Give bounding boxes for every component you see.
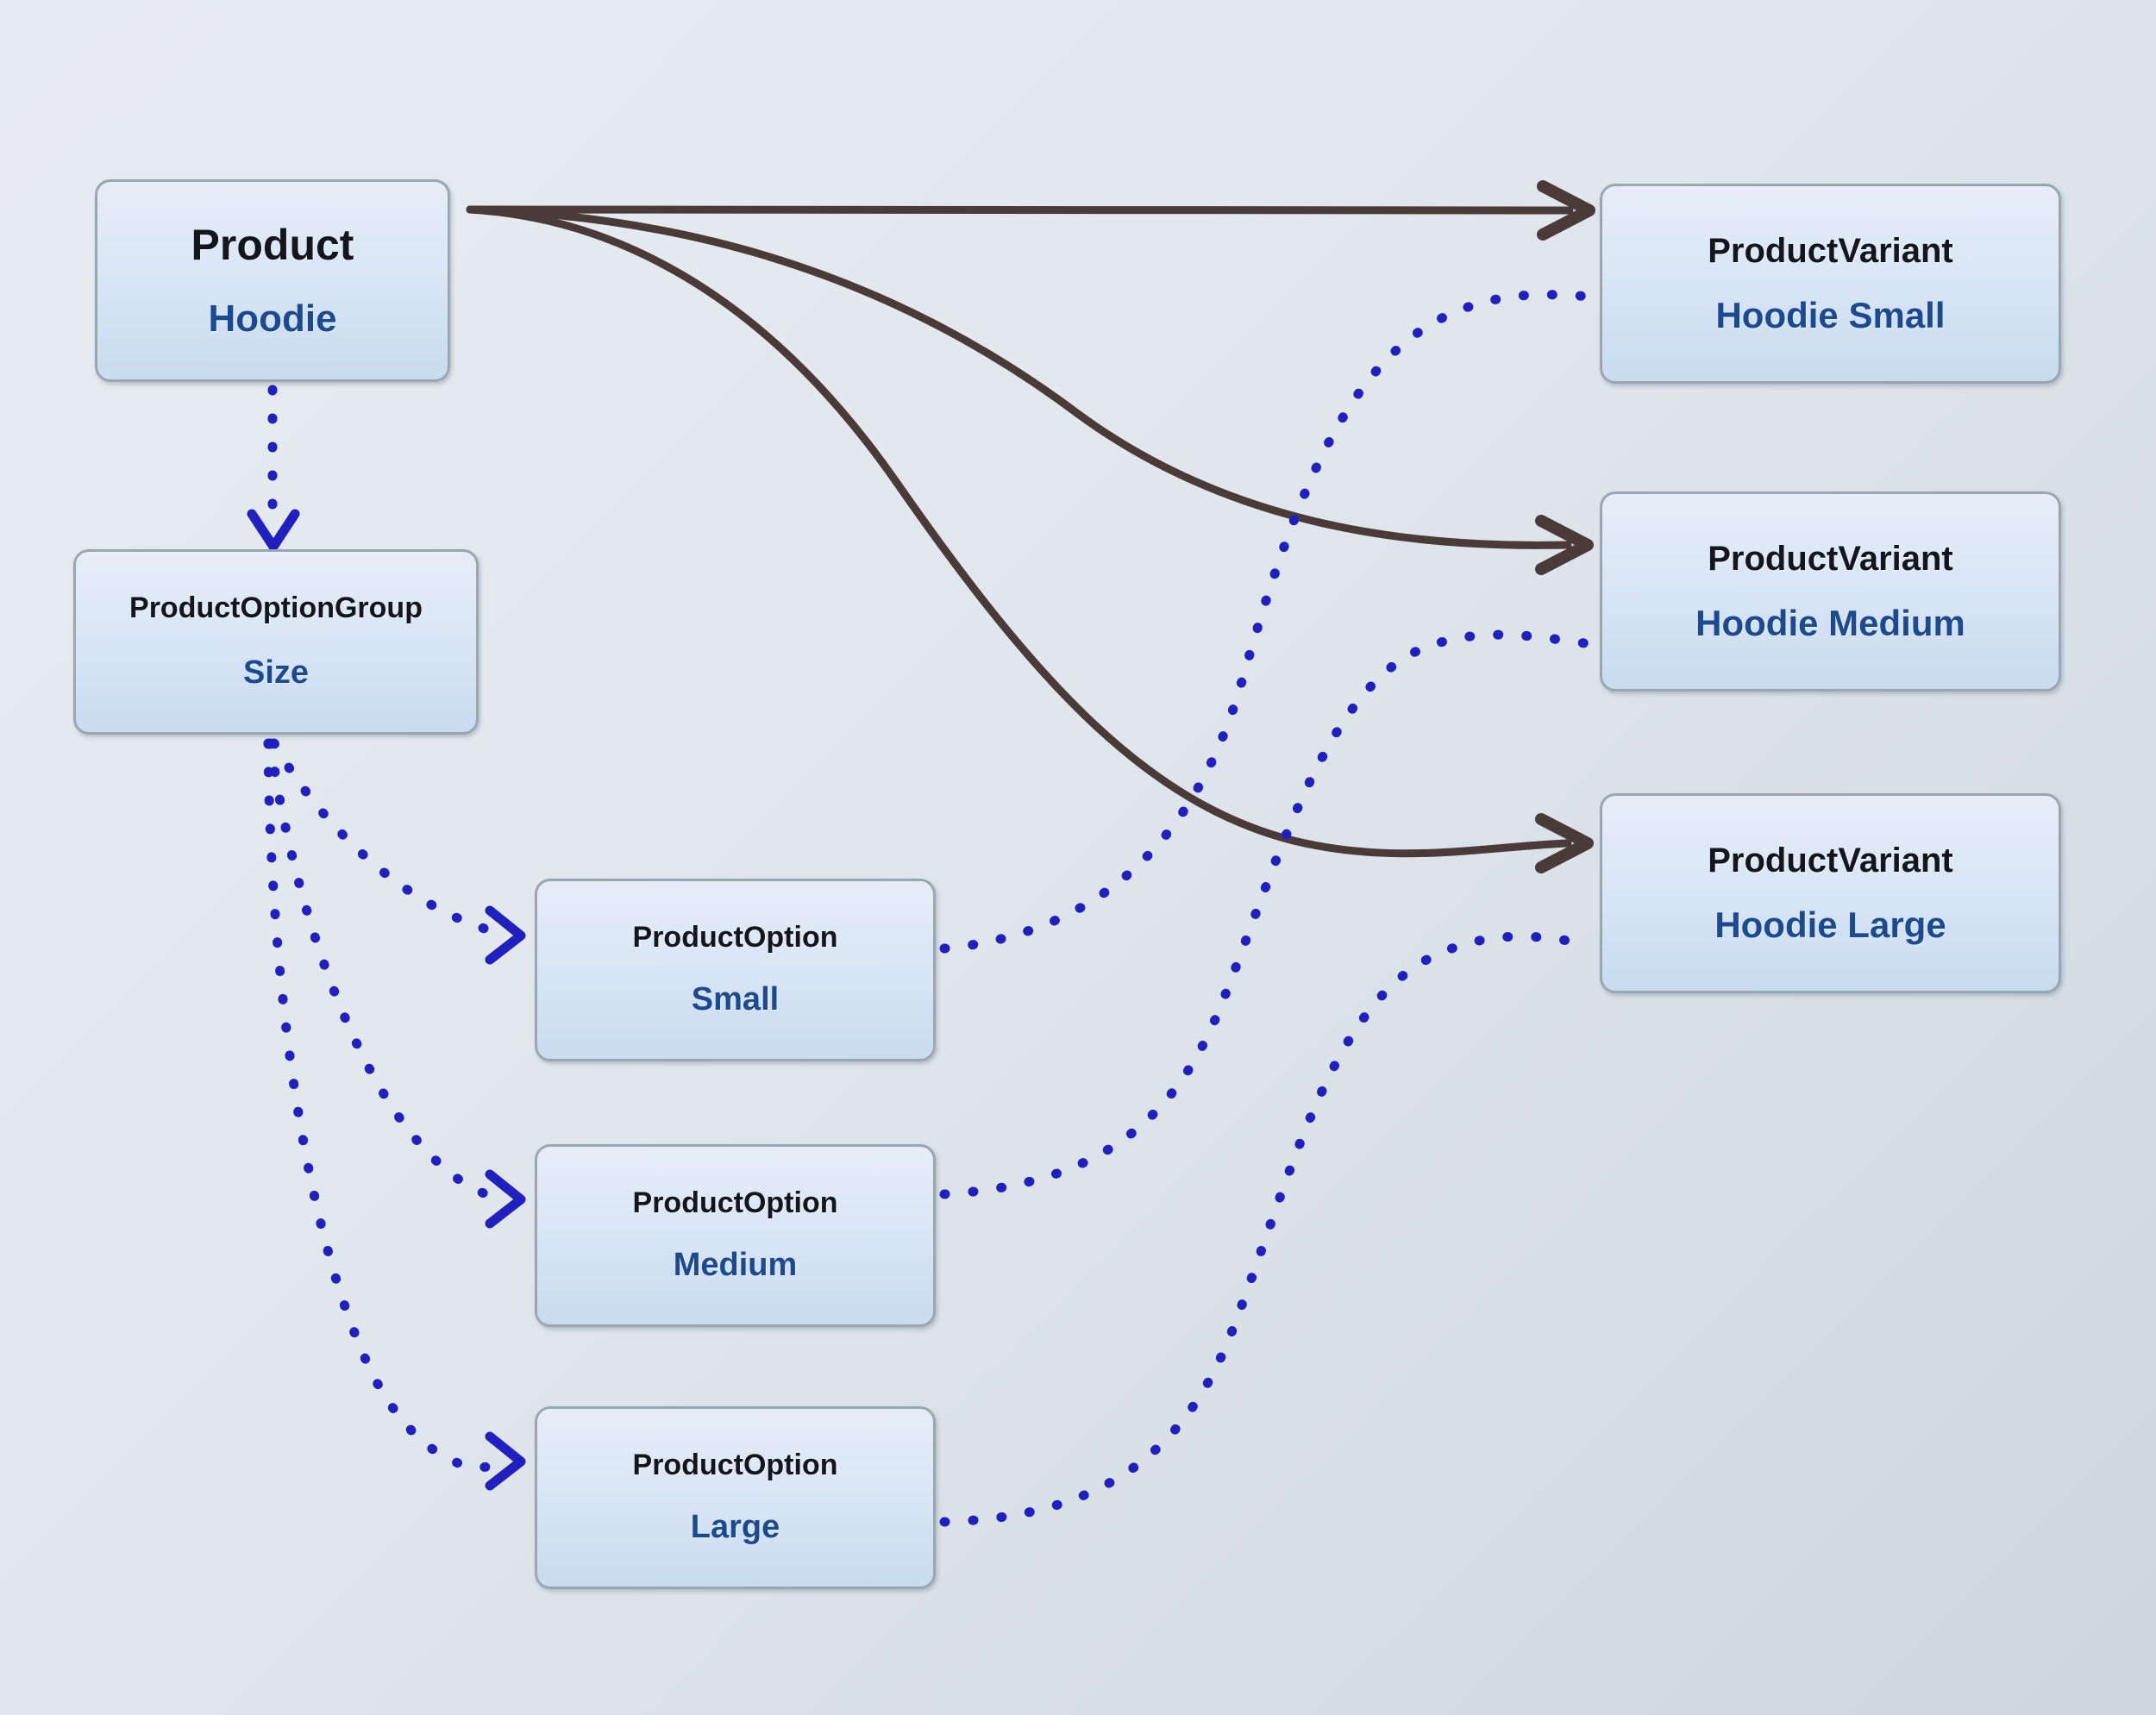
node-product-type: Product	[191, 220, 354, 269]
edge-product-to-variant-0	[466, 180, 1595, 241]
node-product-variant-hoodie-medium-type: ProductVariant	[1708, 539, 1953, 578]
node-product-option-group[interactable]: ProductOptionGroup Size	[73, 549, 479, 735]
edge-option-2-to-variant-2	[939, 931, 1596, 1527]
node-product-option-small-type: ProductOption	[632, 921, 838, 955]
node-product-variant-hoodie-large[interactable]: ProductVariant Hoodie Large	[1600, 793, 2061, 993]
edge-option-0-to-variant-0	[939, 290, 1596, 954]
node-product-option-small[interactable]: ProductOption Small	[535, 879, 936, 1061]
edge-optiongroup-to-option-0	[269, 738, 526, 965]
edge-option-1-to-variant-1	[939, 629, 1596, 1199]
node-product-variant-hoodie-medium-value: Hoodie Medium	[1695, 602, 1965, 643]
edge-product-to-variant-1	[466, 205, 1594, 575]
node-product-option-large-value: Large	[690, 1508, 780, 1545]
edge-product-to-variant-2	[466, 205, 1594, 873]
node-product-variant-hoodie-small-type: ProductVariant	[1708, 231, 1953, 270]
node-product-variant-hoodie-small[interactable]: ProductVariant Hoodie Small	[1600, 184, 2061, 384]
node-product-option-large[interactable]: ProductOption Large	[535, 1406, 936, 1589]
edge-optiongroup-to-option-1	[266, 738, 526, 1229]
node-product-option-group-type: ProductOptionGroup	[129, 591, 423, 624]
node-product-option-medium-value: Medium	[673, 1246, 798, 1283]
node-product-option-large-type: ProductOption	[632, 1449, 838, 1482]
node-product-option-small-value: Small	[691, 980, 780, 1017]
node-product-variant-hoodie-small-value: Hoodie Small	[1715, 294, 1946, 335]
edge-product-to-optiongroup	[247, 385, 300, 552]
node-product-variant-hoodie-large-value: Hoodie Large	[1714, 904, 1946, 945]
edge-optiongroup-to-option-2	[263, 738, 526, 1491]
node-product-variant-hoodie-medium[interactable]: ProductVariant Hoodie Medium	[1600, 491, 2061, 692]
node-product-option-group-value: Size	[242, 654, 310, 692]
node-product-variant-hoodie-large-type: ProductVariant	[1708, 841, 1953, 879]
node-product[interactable]: Product Hoodie	[95, 179, 450, 382]
node-product-option-medium-type: ProductOption	[632, 1186, 838, 1220]
node-product-value: Hoodie	[208, 297, 337, 340]
node-product-option-medium[interactable]: ProductOption Medium	[535, 1144, 936, 1327]
